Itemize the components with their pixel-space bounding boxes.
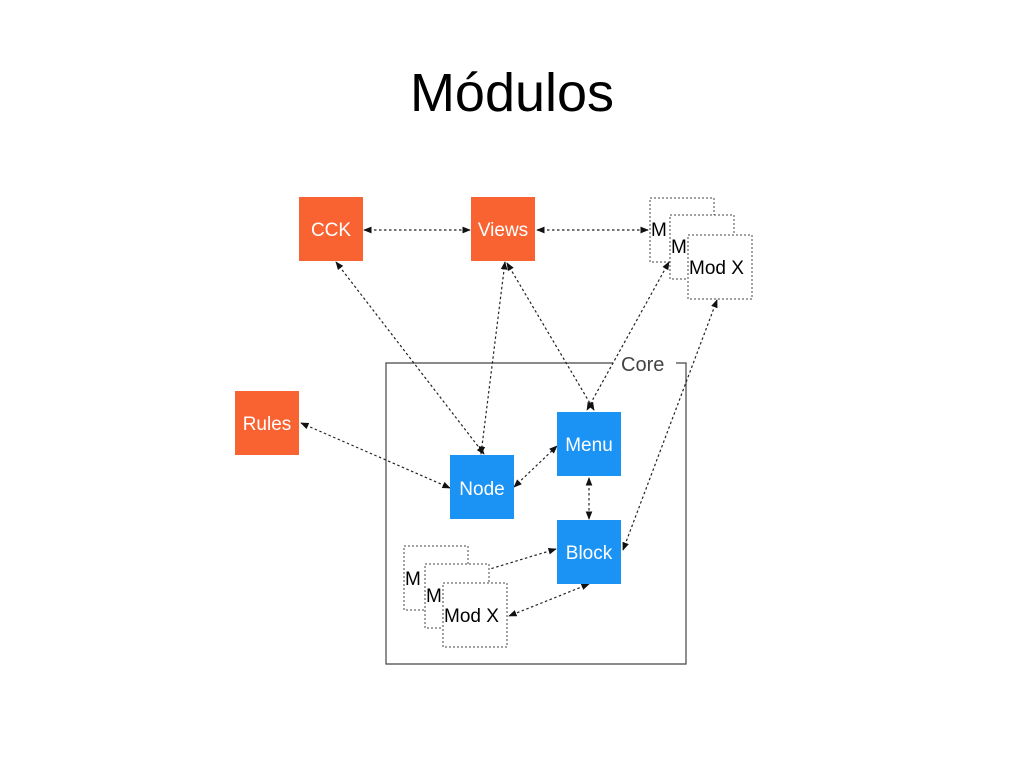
module-card-front: Mod X — [687, 234, 753, 300]
svg-text:M: M — [671, 237, 687, 258]
node-label: Node — [459, 479, 504, 500]
cck-label: CCK — [311, 220, 351, 241]
link-modules-menu — [586, 261, 670, 411]
rules-label: Rules — [243, 414, 292, 435]
svg-text:M: M — [651, 220, 667, 241]
mod-x-label: Mod X — [444, 606, 499, 627]
views-label: Views — [478, 220, 528, 241]
menu-box: Menu — [557, 412, 621, 476]
connectors — [300, 226, 718, 617]
link-cck-node — [335, 261, 485, 455]
link-views-node — [478, 261, 508, 455]
link-rules-node — [300, 422, 451, 489]
block-label: Block — [566, 543, 613, 564]
module-stack-top: M M Mod X — [649, 197, 753, 300]
link-block-coremodx — [508, 583, 590, 617]
views-box: Views — [471, 197, 535, 261]
rules-box: Rules — [235, 391, 299, 455]
module-stack-core: M M Mod X — [403, 545, 508, 648]
block-box: Block — [557, 520, 621, 584]
slide-title: Módulos — [409, 63, 615, 123]
svg-text:M: M — [426, 586, 442, 607]
svg-text:M: M — [405, 569, 421, 590]
cck-box: CCK — [299, 197, 363, 261]
module-card-front: Mod X — [442, 582, 508, 648]
core-label: Core — [621, 354, 664, 376]
link-views-menu — [506, 262, 595, 411]
menu-label: Menu — [565, 435, 613, 456]
node-box: Node — [450, 455, 514, 519]
mod-x-label: Mod X — [689, 258, 744, 279]
link-modx-block — [622, 299, 718, 551]
link-node-menu — [513, 445, 558, 488]
